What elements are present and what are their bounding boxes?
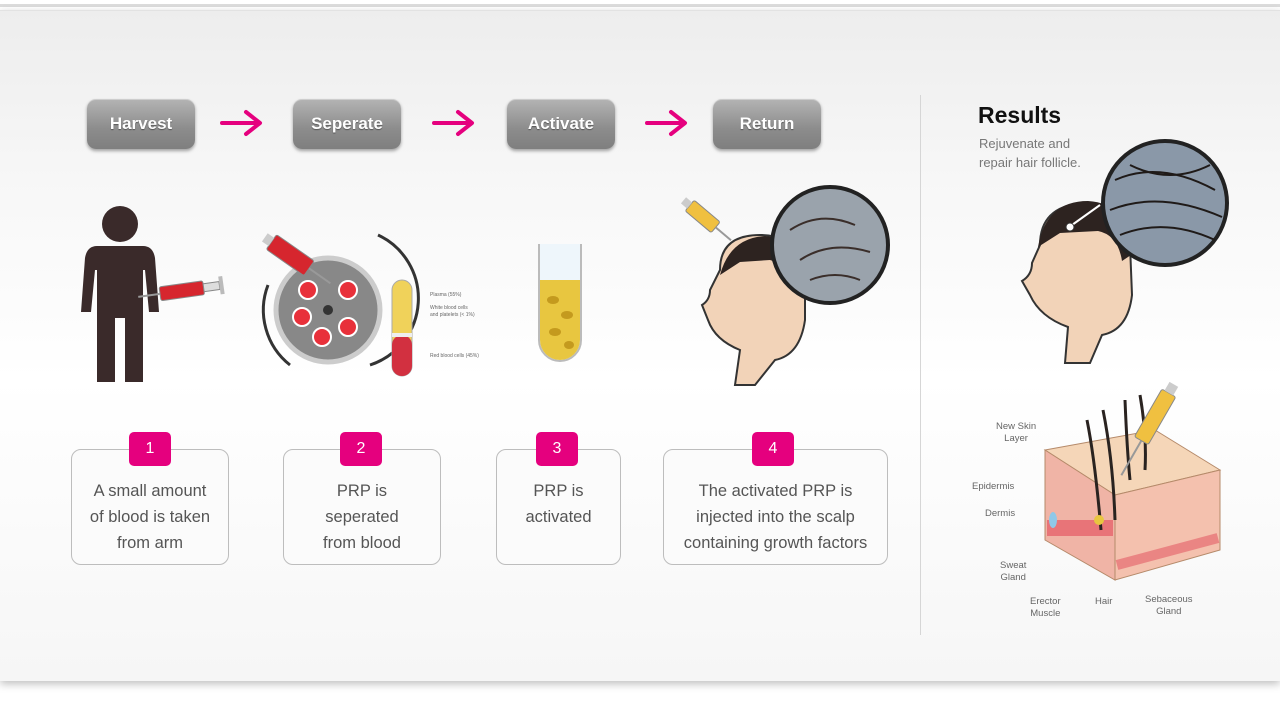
step-description-box: A small amount of blood is taken from ar… — [71, 449, 229, 565]
results-description: Rejuvenate and repair hair follicle. — [979, 136, 1081, 170]
step-desc-line: The activated PRP is — [698, 482, 853, 500]
person-silhouette-icon — [81, 206, 225, 382]
step-desc-line: PRP is — [533, 482, 584, 500]
step-description-box: PRP is seperated from blood — [283, 449, 441, 565]
results-head-icon — [1020, 139, 1229, 364]
step-desc-line: injected into the scalp — [696, 508, 855, 526]
step-seperate-button: Seperate — [293, 99, 401, 149]
step-number-badge: 3 — [536, 432, 578, 466]
step-description-box: PRP is activated — [496, 449, 621, 565]
skin-cross-section-icon — [1043, 381, 1222, 581]
step-desc-line: containing growth factors — [683, 534, 868, 552]
step-description-box: The activated PRP is injected into the s… — [663, 449, 888, 565]
step-number-badge: 1 — [129, 432, 171, 466]
step-seperate-label: Seperate — [311, 114, 383, 133]
skin-label-line: Sweat — [1000, 560, 1027, 571]
step-activate-label: Activate — [527, 114, 595, 133]
arrow-right-icon — [432, 110, 474, 136]
skin-label-line: Sebaceous — [1145, 594, 1193, 605]
tube-label-white-cells: White blood cells — [430, 305, 468, 311]
step-desc-line: activated — [525, 508, 592, 526]
skin-label-dermis: Dermis — [985, 508, 1016, 519]
test-tube-icon — [538, 244, 582, 362]
skin-label-line: Erector — [1030, 596, 1061, 607]
skin-label-line: Layer — [1004, 433, 1028, 444]
tube-label-plasma: Plasma (55%) — [430, 292, 462, 298]
skin-label-line: Gland — [1000, 572, 1026, 583]
top-rule — [0, 4, 1280, 7]
skin-label-line: New Skin — [996, 421, 1037, 432]
head-injection-icon — [680, 185, 890, 386]
skin-label-epidermis: Epidermis — [972, 481, 1015, 492]
step-return-button: Return — [713, 99, 821, 149]
step-activate-button: Activate — [507, 99, 615, 149]
section-divider — [920, 95, 921, 635]
step-desc-line: of blood is taken — [89, 508, 211, 526]
step-harvest-button: Harvest — [87, 99, 195, 149]
skin-label-line: Gland — [1156, 606, 1182, 617]
centrifuge-icon — [261, 233, 420, 377]
step-desc-line: A small amount — [93, 482, 207, 500]
step-return-label: Return — [739, 114, 795, 133]
step-desc-line: from blood — [323, 534, 401, 552]
step-number-badge: 2 — [340, 432, 382, 466]
step-number-badge: 4 — [752, 432, 794, 466]
step-desc-line: from arm — [117, 534, 183, 552]
tube-label-red-cells: Red blood cells (45%) — [430, 353, 479, 359]
arrow-right-icon — [220, 110, 262, 136]
step-harvest-label: Harvest — [109, 114, 173, 133]
tube-label-white-cells-2: and platelets (< 1%) — [430, 312, 475, 318]
arrow-right-icon — [645, 110, 687, 136]
step-desc-line: seperated — [325, 508, 399, 526]
skin-label-hair: Hair — [1095, 596, 1113, 607]
results-title: Results — [978, 102, 1062, 128]
step-desc-line: PRP is — [336, 482, 388, 500]
skin-label-line: Muscle — [1030, 608, 1061, 619]
